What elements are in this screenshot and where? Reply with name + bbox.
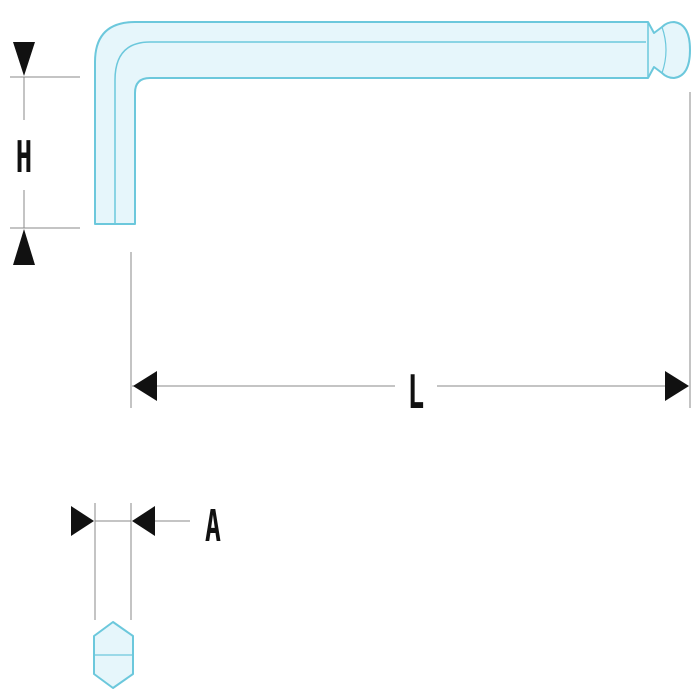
length-dimension: L <box>130 92 691 419</box>
across-flats-arrow-left <box>71 506 94 536</box>
hex-key-body <box>94 21 691 225</box>
hex-key-tool <box>94 21 691 225</box>
hex-key-ball-end <box>661 26 667 74</box>
length-arrow-left <box>133 371 157 401</box>
height-label: H <box>16 131 32 183</box>
hex-key-edge-line <box>114 41 646 224</box>
hex-cross-section <box>93 621 134 689</box>
length-label: L <box>408 366 425 419</box>
height-arrow-top <box>13 42 35 76</box>
across-flats-dimension: A <box>71 500 221 620</box>
across-flats-arrow-right <box>132 506 155 536</box>
length-arrow-right <box>665 371 689 401</box>
height-arrow-bottom <box>13 229 35 265</box>
across-flats-label: A <box>205 500 221 552</box>
height-dimension: H <box>10 42 80 265</box>
